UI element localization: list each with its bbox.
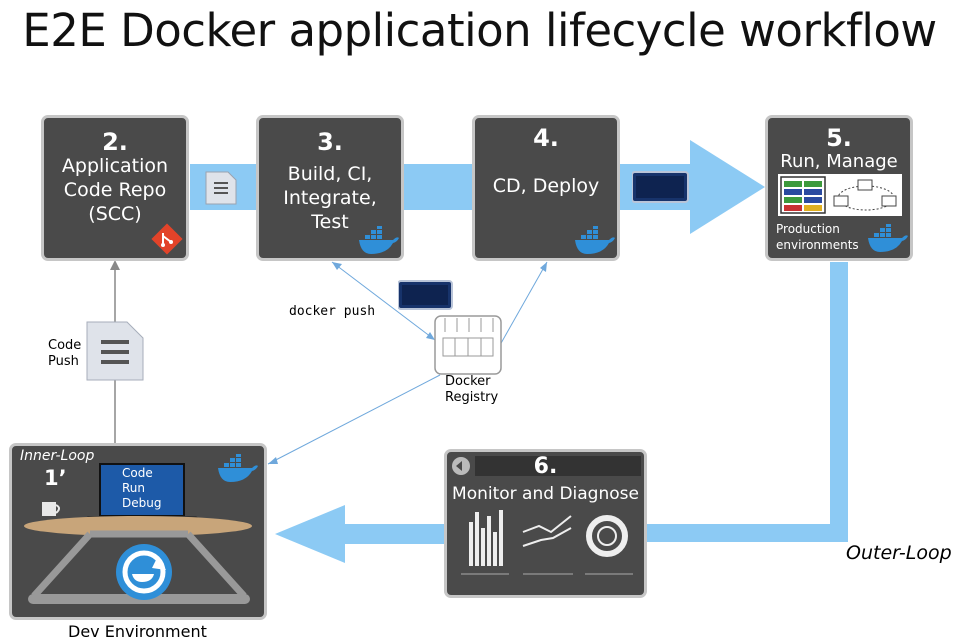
dashboard-charts (461, 510, 633, 575)
dev-environment-caption: Dev Environment (68, 622, 207, 641)
outer-loop-band-left (645, 524, 848, 542)
docker-whale-icon (359, 226, 399, 254)
code-push-label-line1: Code (48, 338, 82, 353)
bottom-flow-arrowhead (275, 505, 345, 563)
docker-whale-icon (218, 454, 258, 482)
docker-whale-icon (868, 224, 908, 252)
registry-label-line1: Docker (445, 374, 491, 389)
step-number: 2. (102, 128, 128, 156)
step-monitor-diagnose: 6. Monitor and Diagnose (444, 449, 647, 598)
code-push-label-line2: Push (48, 354, 79, 369)
docker-whale-icon (575, 226, 615, 254)
step-number: 4. (533, 124, 559, 152)
code-push-arrowhead (110, 260, 120, 270)
line-chart-icon (522, 515, 572, 547)
step-label-line1: Monitor and Diagnose (452, 484, 639, 504)
laptop-screen-line3: Debug (122, 496, 162, 510)
container-icon (398, 280, 453, 310)
back-arrow-icon (452, 457, 470, 475)
refresh-docker-icon (116, 544, 172, 600)
bar-chart-icon (469, 510, 503, 566)
build-to-registry-line (331, 261, 436, 341)
monitor-header-bar (475, 456, 641, 476)
git-icon (151, 223, 183, 255)
step-number: 3. (317, 128, 343, 156)
step-code-repo: 2. Application Code Repo (SCC) (41, 115, 189, 261)
step-number: 1’ (44, 466, 67, 490)
production-label-line2: environments (776, 238, 859, 252)
step-label-line1: CD, Deploy (492, 175, 600, 197)
registry-to-dev-line (267, 374, 441, 465)
laptop-screen-line2: Run (122, 481, 146, 495)
laptop-screen-line1: Code (122, 466, 153, 480)
donut-chart-icon (586, 515, 628, 557)
registry-label-line2: Registry (445, 390, 499, 405)
step-run-manage: 5. Run, Manage Production environments (765, 115, 913, 261)
step-dev-environment: Inner-Loop 1’ Code Run Debug (9, 443, 267, 620)
production-label-line1: Production (776, 222, 840, 236)
document-icon (205, 171, 237, 205)
registry-to-deploy-line (499, 261, 548, 346)
step-cd-deploy: 4. CD, Deploy (472, 115, 620, 261)
step-build-ci: 3. Build, CI, Integrate, Test (256, 115, 404, 261)
outer-loop-label: Outer-Loop (846, 542, 952, 564)
desk-illustration (24, 463, 252, 604)
step-label-line1: Application (61, 155, 169, 177)
inner-loop-label: Inner-Loop (20, 448, 95, 464)
container-icon (632, 171, 689, 203)
production-panel (778, 174, 902, 216)
document-icon (86, 321, 144, 381)
docker-push-label: docker push (289, 304, 376, 319)
step-label-line3: Test (311, 211, 349, 233)
step-label-line1: Run, Manage (780, 151, 898, 172)
step-number: 6. (533, 454, 558, 479)
step-label-line3: (SCC) (88, 203, 142, 225)
step-label-line2: Code Repo (63, 179, 167, 201)
top-flow-arrowhead (690, 140, 765, 234)
page-title: E2E Docker application lifecycle workflo… (22, 4, 937, 57)
registry-icon (434, 315, 502, 375)
step-label-line1: Build, CI, (287, 163, 373, 185)
outer-loop-band-down (830, 262, 848, 542)
step-number: 5. (826, 124, 852, 152)
step-label-line2: Integrate, (283, 187, 377, 209)
cluster-icon (780, 176, 897, 214)
bottom-flow-band (340, 524, 450, 544)
